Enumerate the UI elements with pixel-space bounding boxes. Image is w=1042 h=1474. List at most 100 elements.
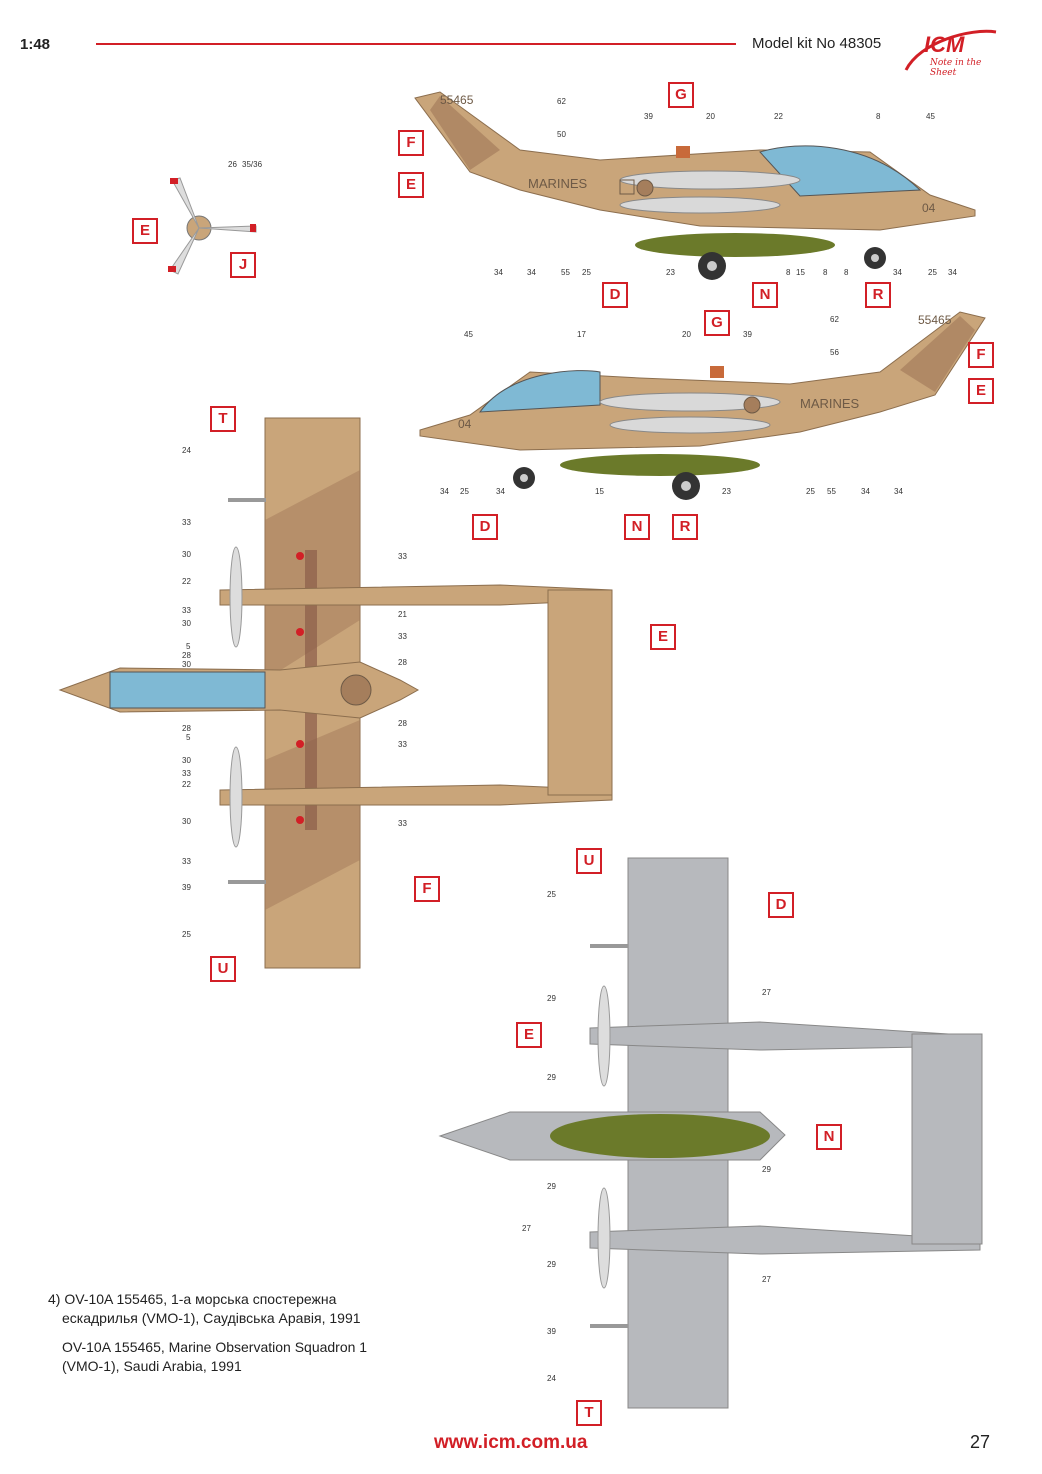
callout-number: 33: [398, 632, 407, 641]
website-link[interactable]: www.icm.com.ua: [434, 1432, 588, 1453]
icm-logo: ICM Note in the Sheet: [900, 22, 1000, 82]
callout-number: 27: [762, 1275, 771, 1284]
badge-n-side-top: N: [752, 282, 778, 308]
badge-u-top-view: U: [210, 956, 236, 982]
callout-number: 33: [398, 740, 407, 749]
logo-swoosh-icon: [904, 29, 997, 71]
callout-number: 24: [547, 1374, 556, 1383]
propeller-drawing: [168, 177, 257, 275]
callout-number: 33: [182, 518, 191, 527]
callout-number: 17: [577, 330, 586, 339]
callout-number: 39: [182, 883, 191, 892]
callout-number: 34: [527, 268, 536, 277]
page-number: 27: [970, 1432, 991, 1452]
badge-d-bottom-view: D: [768, 892, 794, 918]
callout-number: 25: [928, 268, 937, 277]
scheme-description: 4) OV-10A 155465, 1-а морська спостережн…: [48, 1290, 408, 1386]
callout-number: 34: [948, 268, 957, 277]
callout-number: 50: [557, 130, 566, 139]
callout-number: 55: [827, 487, 836, 496]
description-english-line1: OV-10A 155465, Marine Observation Squadr…: [62, 1339, 368, 1355]
callout-number: 39: [547, 1327, 556, 1336]
badge-e-side-bottom: E: [968, 378, 994, 404]
logo-text: ICM: [924, 32, 965, 57]
callout-number: 34: [893, 268, 902, 277]
badge-f-side-top: F: [398, 130, 424, 156]
callout-number: 33: [398, 552, 407, 561]
badge-e-side-top: E: [398, 172, 424, 198]
callout-number: 62: [830, 315, 839, 324]
badge-e-top-view: E: [650, 624, 676, 650]
badge-d-side-bottom: D: [472, 514, 498, 540]
bottom-view: [438, 857, 983, 1409]
top-view: [58, 417, 613, 969]
callout-number: 5: [186, 733, 191, 742]
code-top: 04: [922, 201, 936, 215]
callout-number: 34: [861, 487, 870, 496]
callout-number: 8: [823, 268, 828, 277]
callout-number: 21: [398, 610, 407, 619]
kit-number: Model kit No 48305: [752, 35, 882, 52]
callout-number: 33: [182, 857, 191, 866]
callout-number: 33: [398, 819, 407, 828]
badge-t-bottom-view: T: [576, 1400, 602, 1426]
callout-number: 56: [830, 348, 839, 357]
callout-number: 30: [182, 660, 191, 669]
callout-number: 24: [182, 446, 191, 455]
callout-number: 34: [894, 487, 903, 496]
callout-number: 33: [182, 769, 191, 778]
badge-g-side-top: G: [668, 82, 694, 108]
callout-number: 23: [666, 268, 675, 277]
callout-number: 29: [547, 1260, 556, 1269]
callout-number: 34: [496, 487, 505, 496]
badge-j-prop: J: [230, 252, 256, 278]
callout-number: 26: [228, 160, 237, 169]
callout-number: 30: [182, 550, 191, 559]
callout-number: 22: [182, 780, 191, 789]
callout-number: 23: [722, 487, 731, 496]
side-view-top: [414, 91, 976, 280]
callout-number: 20: [682, 330, 691, 339]
callout-number: 25: [547, 890, 556, 899]
callout-number: 15: [796, 268, 805, 277]
marines-top: MARINES: [528, 176, 588, 191]
callout-number: 29: [547, 1182, 556, 1191]
callout-number: 28: [398, 658, 407, 667]
callout-number: 29: [547, 1073, 556, 1082]
callout-number: 25: [806, 487, 815, 496]
callout-number: 45: [464, 330, 473, 339]
header-rule: [96, 43, 736, 45]
callout-number: 22: [182, 577, 191, 586]
badge-r-side-top: R: [865, 282, 891, 308]
callout-number: 27: [762, 988, 771, 997]
callout-number: 15: [595, 487, 604, 496]
code-bottom: 04: [458, 417, 472, 431]
callout-number: 62: [557, 97, 566, 106]
badge-f-side-bottom: F: [968, 342, 994, 368]
badge-r-side-bottom: R: [672, 514, 698, 540]
serial-bottom: 55465: [918, 313, 952, 327]
badge-f-top-view: F: [414, 876, 440, 902]
badge-u-bottom-view: U: [576, 848, 602, 874]
callout-number: 39: [644, 112, 653, 121]
badge-t-top-view: T: [210, 406, 236, 432]
callout-number: 25: [182, 930, 191, 939]
callout-number: 8: [844, 268, 849, 277]
callout-number: 27: [522, 1224, 531, 1233]
callout-number: 55: [561, 268, 570, 277]
description-english-line2: (VMO-1), Saudi Arabia, 1991: [62, 1358, 242, 1374]
callout-number: 25: [582, 268, 591, 277]
description-ukrainian-line1: 4) OV-10A 155465, 1-а морська спостережн…: [48, 1291, 337, 1307]
callout-number: 30: [182, 817, 191, 826]
badge-e-prop: E: [132, 218, 158, 244]
side-view-bottom: [419, 311, 986, 500]
callout-number: 20: [706, 112, 715, 121]
callout-number: 39: [743, 330, 752, 339]
callout-number: 8: [786, 268, 791, 277]
badge-g-side-bottom: G: [704, 310, 730, 336]
callout-number: 29: [547, 994, 556, 1003]
callout-number: 30: [182, 619, 191, 628]
badge-n-bottom-view: N: [816, 1124, 842, 1150]
logo-tagline: Note in the Sheet: [930, 58, 982, 78]
description-ukrainian-line2: ескадрилья (VMO-1), Саудівська Аравія, 1…: [62, 1310, 361, 1326]
